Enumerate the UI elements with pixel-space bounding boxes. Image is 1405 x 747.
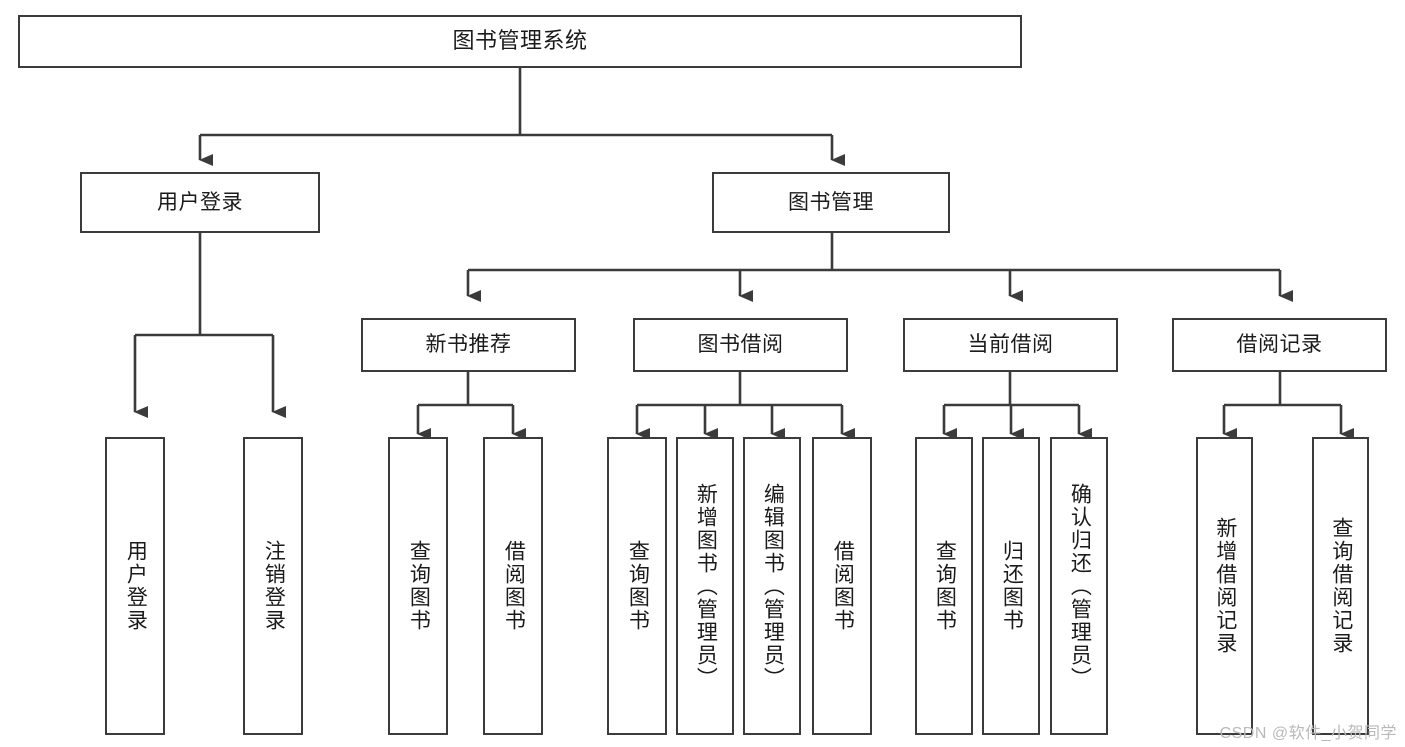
node-label: 确认归还（管理员） bbox=[1068, 482, 1092, 690]
node-user-login[interactable]: 用户登录 bbox=[80, 172, 320, 233]
leaf-user-logout[interactable]: 注销登录 bbox=[243, 437, 303, 735]
node-borrow-record[interactable]: 借阅记录 bbox=[1172, 318, 1387, 372]
node-label: 用户登录 bbox=[157, 190, 243, 214]
node-label: 图书管理系统 bbox=[452, 28, 588, 54]
node-label: 借阅图书 bbox=[502, 540, 526, 632]
node-label: 注销登录 bbox=[262, 540, 286, 632]
node-label: 图书管理 bbox=[788, 190, 874, 214]
leaf-borrow-book[interactable]: 借阅图书 bbox=[812, 437, 872, 735]
leaf-user-login[interactable]: 用户登录 bbox=[105, 437, 165, 735]
leaf-query-book-recommend[interactable]: 查询图书 bbox=[388, 437, 448, 735]
node-current-borrow[interactable]: 当前借阅 bbox=[903, 318, 1118, 372]
leaf-add-borrow-record[interactable]: 新增借阅记录 bbox=[1196, 437, 1253, 735]
node-label: 图书借阅 bbox=[697, 333, 784, 357]
leaf-borrow-book-recommend[interactable]: 借阅图书 bbox=[483, 437, 543, 735]
node-label: 当前借阅 bbox=[967, 333, 1054, 357]
node-root-book-management-system[interactable]: 图书管理系统 bbox=[18, 15, 1022, 68]
node-label: 归还图书 bbox=[1000, 540, 1024, 632]
node-label: 用户登录 bbox=[124, 540, 148, 632]
node-new-book-recommend[interactable]: 新书推荐 bbox=[361, 318, 576, 372]
node-label: 新增图书（管理员） bbox=[694, 482, 718, 690]
node-label: 借阅图书 bbox=[831, 540, 855, 632]
leaf-return-book[interactable]: 归还图书 bbox=[982, 437, 1040, 735]
node-label: 查询图书 bbox=[933, 540, 957, 632]
node-label: 编辑图书（管理员） bbox=[761, 482, 785, 690]
leaf-confirm-return-admin[interactable]: 确认归还（管理员） bbox=[1050, 437, 1108, 735]
node-book-management[interactable]: 图书管理 bbox=[712, 172, 950, 233]
node-label: 查询图书 bbox=[626, 540, 650, 632]
node-label: 新增借阅记录 bbox=[1213, 517, 1237, 655]
node-label: 借阅记录 bbox=[1236, 333, 1323, 357]
leaf-query-book-current[interactable]: 查询图书 bbox=[915, 437, 973, 735]
node-label: 新书推荐 bbox=[425, 333, 512, 357]
node-label: 查询图书 bbox=[407, 540, 431, 632]
leaf-query-book-borrow[interactable]: 查询图书 bbox=[607, 437, 667, 735]
leaf-edit-book-admin[interactable]: 编辑图书（管理员） bbox=[743, 437, 801, 735]
leaf-query-borrow-record[interactable]: 查询借阅记录 bbox=[1312, 437, 1369, 735]
leaf-add-book-admin[interactable]: 新增图书（管理员） bbox=[676, 437, 734, 735]
node-label: 查询借阅记录 bbox=[1329, 517, 1353, 655]
node-book-borrow[interactable]: 图书借阅 bbox=[633, 318, 848, 372]
